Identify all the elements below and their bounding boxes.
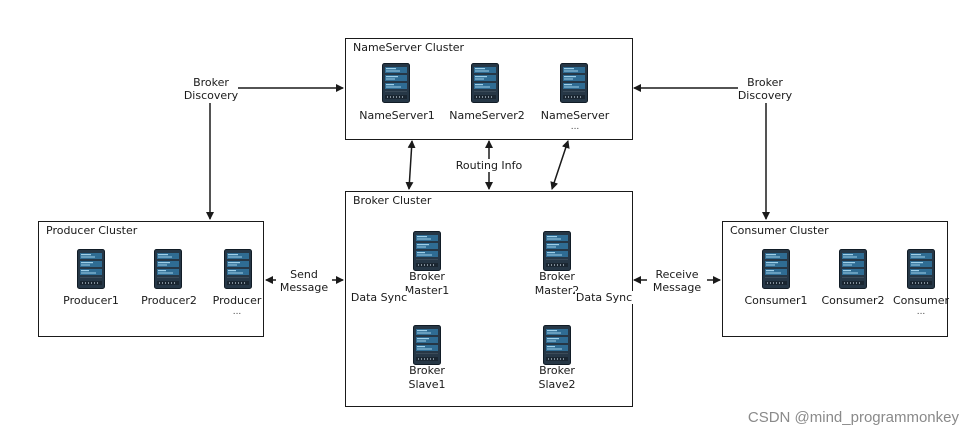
producer1-label: Producer1	[63, 294, 119, 307]
producer2-label: Producer2	[141, 294, 197, 307]
consumer3-label: Consumer...	[892, 294, 950, 317]
consumer2-server-icon	[839, 249, 867, 289]
broker-master2-server-icon	[543, 231, 571, 271]
routing-info-label: Routing Info	[451, 159, 527, 172]
nameserver2-label: NameServer2	[449, 109, 525, 122]
consumer1-server-icon	[762, 249, 790, 289]
broker-slave1-server-icon	[413, 325, 441, 365]
routing-left-arrow	[405, 140, 416, 190]
consumer3-server-icon	[907, 249, 935, 289]
producer1-server-icon	[77, 249, 105, 289]
nameserver2-server-icon	[471, 63, 499, 103]
nameserver3-label: NameServer...	[540, 109, 610, 132]
producer3-label: Producer...	[212, 294, 262, 317]
nameserver1-server-icon	[382, 63, 410, 103]
broker-slave2-server-icon	[543, 325, 571, 365]
nameserver-cluster-title: NameServer Cluster	[353, 41, 465, 54]
producer2-server-icon	[154, 249, 182, 289]
nameserver3-server-icon	[560, 63, 588, 103]
data-sync-right-label: Data Sync	[575, 291, 633, 304]
routing-right-arrow	[550, 140, 570, 190]
consumer2-label: Consumer2	[821, 294, 885, 307]
broker-cluster-title: Broker Cluster	[353, 194, 432, 207]
nameserver1-label: NameServer1	[359, 109, 435, 122]
data-sync-left-label: Data Sync	[350, 291, 408, 304]
watermark: CSDN @mind_programmonkey	[747, 409, 959, 426]
producer3-server-icon	[224, 249, 252, 289]
broker-master1-server-icon	[413, 231, 441, 271]
producer-cluster-title: Producer Cluster	[46, 224, 138, 237]
nameserver-ellipsis: ...	[570, 122, 580, 132]
consumer-cluster-title: Consumer Cluster	[730, 224, 829, 237]
producer-ellipsis: ...	[232, 307, 242, 317]
consumer-ellipsis: ...	[916, 307, 926, 317]
consumer1-label: Consumer1	[744, 294, 808, 307]
